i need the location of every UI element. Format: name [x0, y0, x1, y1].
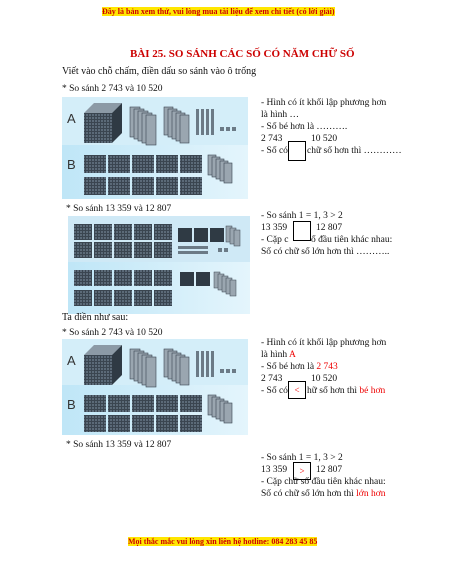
answer-intro: Ta điền như sau:: [62, 312, 129, 323]
exercise1-image: A B: [62, 97, 248, 199]
label-a: A: [67, 111, 76, 126]
cube-blocks-illustration: [68, 216, 250, 306]
ans2-line4-text: Số có chữ số lớn hơn thì: [261, 489, 357, 499]
ans1-answer-less: bé hơn: [359, 386, 386, 396]
ans2-num-left: 13 359: [261, 465, 288, 475]
ans2-line1: - So sánh 1 = 1, 3 > 2: [261, 453, 343, 463]
label-a: A: [67, 353, 76, 368]
exercise2-image: [68, 216, 250, 314]
ex1-line1: - Hình có ít khối lập phương hơn: [261, 98, 387, 108]
ans1-num-left: 2 743: [261, 374, 283, 384]
footer-hotline: Mọi thắc mắc vui lòng xin liên hệ hotlin…: [128, 537, 318, 546]
ans1-num-right: 10 520: [311, 374, 338, 384]
ans1-line5: hữ số hơn thì bé hơn: [307, 386, 385, 397]
ans1-compare-box[interactable]: <: [288, 381, 306, 399]
ans1-line1: - Hình có ít khối lập phương hơn: [261, 338, 387, 348]
ex2-num-right: 12 807: [316, 223, 343, 233]
answer1-image: A B: [62, 339, 248, 435]
cube-blocks-illustration: [84, 345, 236, 432]
preview-banner: Đây là bản xem thử, vui lòng mua tài liệ…: [102, 7, 335, 16]
ans2-compare-box[interactable]: >: [293, 462, 311, 480]
ex2-line4: Số có chữ số lớn hơn thì ………..: [261, 247, 390, 257]
ans2-line4: Số có chữ số lớn hơn thì lớn hơn: [261, 489, 385, 500]
ex2-line3b: ố đầu tiên khác nhau:: [311, 235, 393, 245]
exercise2-heading: * So sánh 13 359 và 12 807: [66, 204, 172, 214]
ans1-line3: - Số bé hơn là 2 743: [261, 362, 338, 373]
ex2-line1: - So sánh 1 = 1, 3 > 2: [261, 211, 343, 221]
label-b: B: [67, 157, 76, 172]
ans1-line2-text: là hình: [261, 350, 289, 360]
ans1-line2: là hình A: [261, 350, 296, 361]
ans1-line5-text: hữ số hơn thì: [307, 386, 360, 396]
ex1-line5b: chữ số hơn thì …………: [307, 146, 402, 156]
ex1-line5a: - Số có: [261, 146, 288, 156]
ex2-compare-box[interactable]: [293, 221, 311, 241]
exercise1-heading: * So sánh 2 743 và 10 520: [62, 84, 163, 94]
lesson-title: BÀI 25. SO SÁNH CÁC SỐ CÓ NĂM CHỮ SỐ: [130, 48, 355, 60]
instruction: Viết vào chỗ chấm, điền dấu so sánh vào …: [62, 66, 257, 77]
ans2-num-right: 12 807: [316, 465, 343, 475]
ex1-num-left: 2 743: [261, 134, 283, 144]
ex1-line3: - Số bé hơn là ……….: [261, 122, 348, 132]
ex2-line3a: - Cặp c: [261, 235, 289, 245]
ex1-line2: là hình …: [261, 110, 299, 120]
ans2-line3: - Cặp chữ số đầu tiên khác nhau:: [261, 477, 386, 487]
answer2-heading: * So sánh 13 359 và 12 807: [66, 440, 172, 450]
label-b: B: [67, 397, 76, 412]
ex2-num-left: 13 359: [261, 223, 288, 233]
ex1-num-right: 10 520: [311, 134, 338, 144]
ans1-line3-text: - Số bé hơn là: [261, 362, 317, 372]
cube-blocks-illustration: [84, 103, 236, 195]
ans1-answer-a: A: [288, 350, 296, 360]
ans2-answer-greater: lớn hơn: [356, 489, 386, 499]
ans1-answer-smaller: 2 743: [316, 362, 338, 372]
ans1-line5a: - Số có: [261, 386, 288, 396]
ex1-compare-box[interactable]: [288, 141, 306, 161]
answer1-heading: * So sánh 2 743 và 10 520: [62, 328, 163, 338]
